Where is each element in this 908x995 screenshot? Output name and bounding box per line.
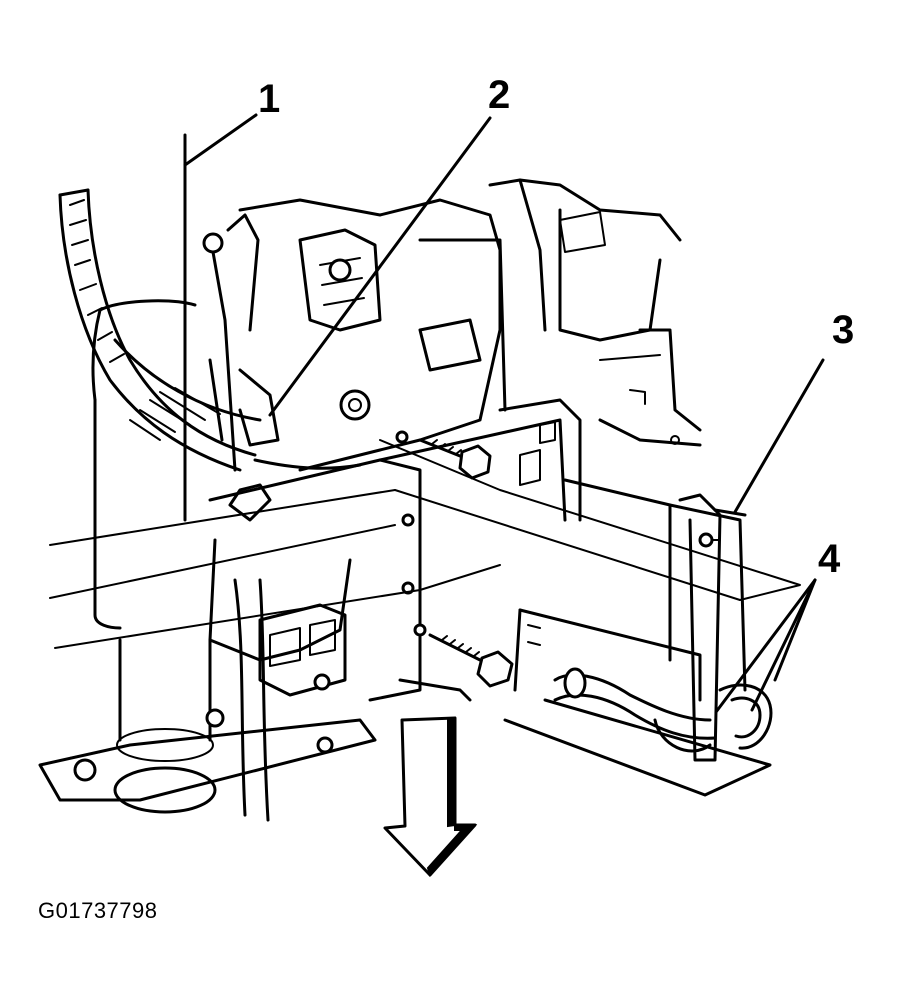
callout-3: 3 <box>832 308 854 352</box>
wire-harness <box>58 188 362 472</box>
leader-line-1 <box>183 113 258 167</box>
callout-1: 1 <box>258 77 280 121</box>
leader-line-4c <box>773 578 817 682</box>
leader-line-4a <box>714 578 817 714</box>
bolt-upper <box>395 430 492 480</box>
callout-2: 2 <box>488 73 510 117</box>
base-plate <box>38 708 377 802</box>
leader-line-4b <box>750 578 817 712</box>
bolt-lower <box>413 623 514 688</box>
direction-arrow <box>383 716 478 878</box>
central-housing <box>238 178 702 472</box>
callout-4: 4 <box>818 537 841 581</box>
figure-id: G01737798 <box>38 898 158 923</box>
projection-lines <box>49 439 801 649</box>
leader-line-3 <box>733 358 825 514</box>
linkage-rod <box>202 213 280 472</box>
right-module <box>503 478 773 797</box>
leader-line-2 <box>268 116 492 417</box>
steering-column-cylinder <box>91 133 217 814</box>
leader-lines <box>183 113 825 714</box>
